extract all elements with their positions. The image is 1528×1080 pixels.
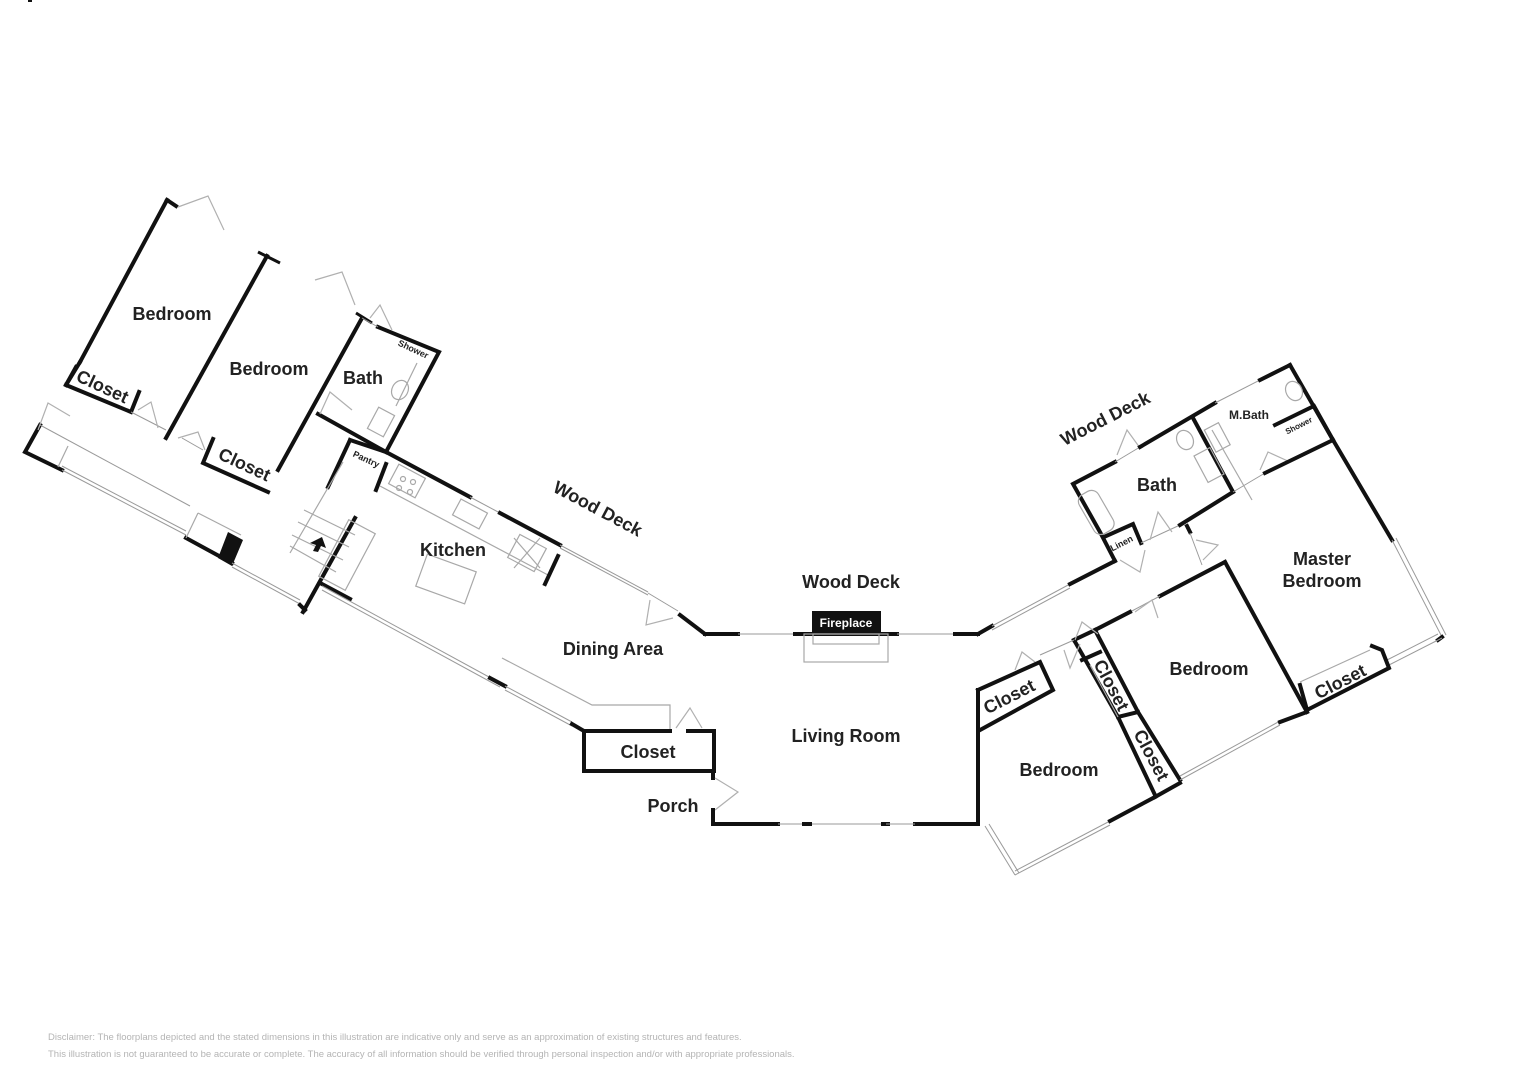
- label-wood-deck-w: Wood Deck: [550, 477, 647, 541]
- label-m-bath: M.Bath: [1229, 408, 1269, 422]
- label-linen: Linen: [1109, 533, 1135, 553]
- label-bath-w: Bath: [343, 368, 383, 388]
- label-closet-master: Closet: [1311, 660, 1369, 703]
- west-wing-walls: [22, 195, 373, 613]
- label-closet-e2: Closet: [1090, 656, 1133, 714]
- kitchen-area: [28, 0, 708, 730]
- label-master-bedroom-2: Bedroom: [1282, 571, 1361, 591]
- label-bedroom-e2: Bedroom: [1169, 659, 1248, 679]
- label-closet-e1: Closet: [980, 675, 1038, 718]
- label-living-room: Living Room: [792, 726, 901, 746]
- fireplace: Fireplace: [812, 611, 881, 633]
- label-kitchen: Kitchen: [420, 540, 486, 560]
- label-bedroom-e1: Bedroom: [1019, 760, 1098, 780]
- label-closet-entry: Closet: [620, 742, 675, 762]
- label-dining-area: Dining Area: [563, 639, 664, 659]
- label-bedroom-nw2: Bedroom: [229, 359, 308, 379]
- room-labels: Bedroom Bedroom Closet Closet Bath Showe…: [73, 304, 1369, 816]
- label-pantry: Pantry: [351, 449, 381, 470]
- label-bedroom-nw1: Bedroom: [132, 304, 211, 324]
- disclaimer-line-1: Disclaimer: The floorplans depicted and …: [48, 1032, 742, 1043]
- label-porch: Porch: [647, 796, 698, 816]
- label-closet-nw2: Closet: [215, 444, 273, 485]
- east-wing-walls: [975, 362, 1447, 876]
- label-wood-deck-e: Wood Deck: [1057, 387, 1154, 450]
- west-bath: [315, 303, 442, 455]
- disclaimer-line-2: This illustration is not guaranteed to b…: [48, 1049, 795, 1060]
- label-bath-e: Bath: [1137, 475, 1177, 495]
- label-master-bedroom-1: Master: [1293, 549, 1351, 569]
- svg-text:Fireplace: Fireplace: [820, 616, 873, 630]
- label-wood-deck-c: Wood Deck: [802, 572, 901, 592]
- center-wall: [703, 623, 995, 663]
